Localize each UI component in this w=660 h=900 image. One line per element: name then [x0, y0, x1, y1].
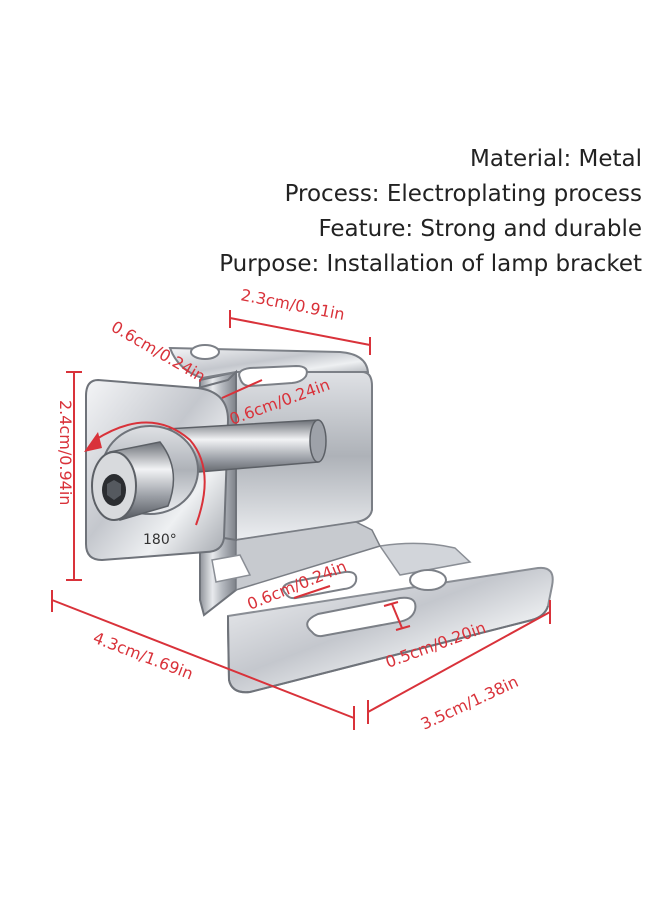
top-slot — [238, 364, 308, 388]
dim-top-width: 2.3cm/0.91in — [239, 285, 346, 324]
spec-purpose: Purpose: Installation of lamp bracket — [219, 251, 642, 277]
dim-height: 2.4cm/0.94in — [56, 400, 75, 505]
base-hole — [409, 569, 447, 591]
spec-process: Process: Electroplating process — [284, 181, 642, 207]
rotation-arrow — [84, 421, 206, 526]
hex-socket-icon — [107, 480, 121, 500]
spec-list: Material: Metal Process: Electroplating … — [219, 142, 642, 282]
base-slot-small — [282, 570, 358, 600]
spec-material: Material: Metal — [470, 146, 642, 172]
dimension-lines — [51, 310, 551, 730]
dim-base-width: 3.5cm/1.38in — [418, 672, 522, 734]
bolt — [91, 425, 199, 521]
base-slot-large — [306, 596, 417, 638]
spec-feature: Feature: Strong and durable — [318, 216, 642, 242]
dim-angle: 180° — [143, 532, 177, 548]
base-plate — [226, 542, 554, 694]
top-hole — [190, 344, 220, 360]
